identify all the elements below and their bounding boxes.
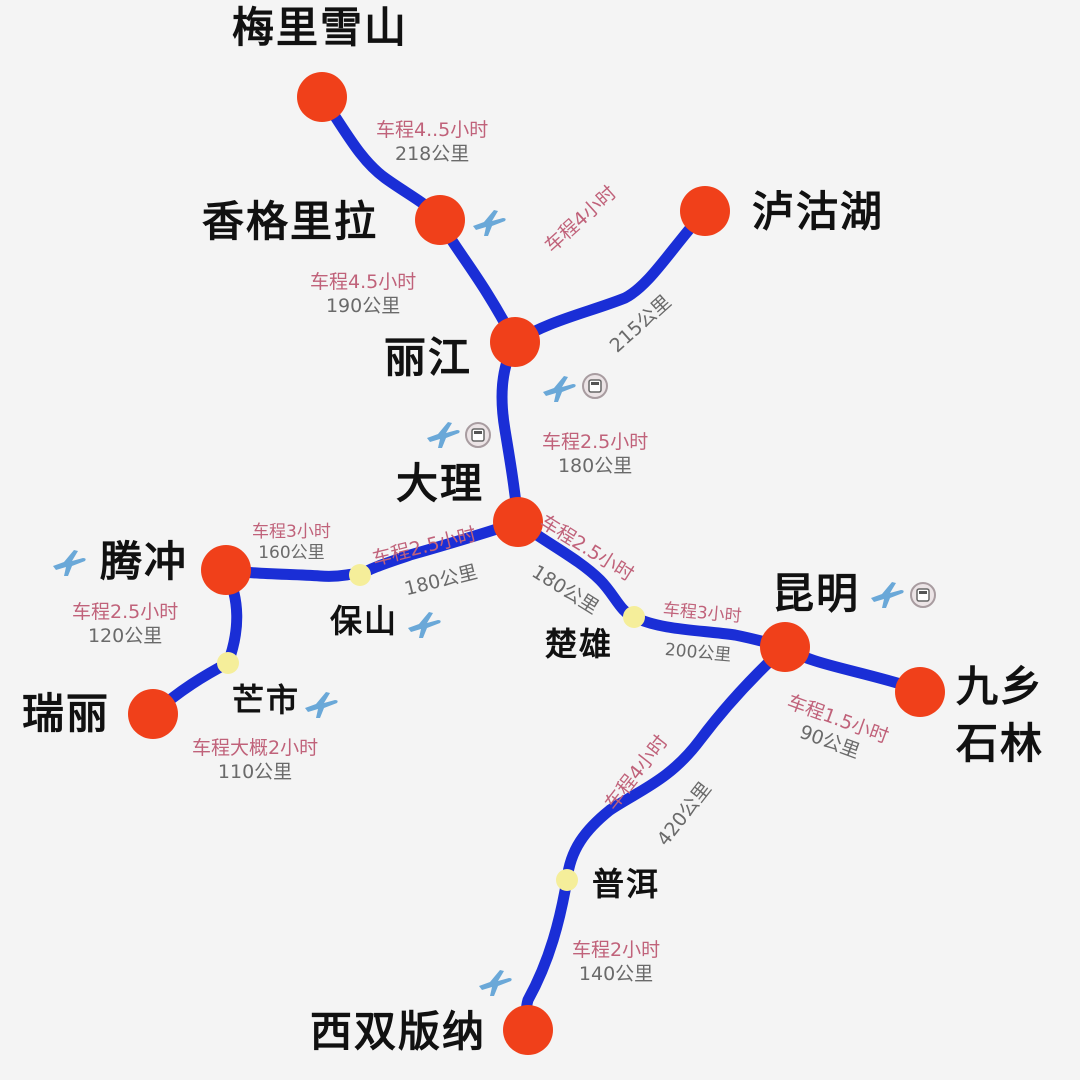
plane-icon [543, 376, 576, 402]
route-label-mangshi-ruili: 车程大概2小时 110公里 [192, 737, 319, 783]
route-label-puer-banna: 车程2小时 140公里 [572, 939, 661, 985]
plane-icon [871, 582, 904, 608]
route-label-shangrila-lijiang: 车程4.5小时 190公里 [310, 271, 417, 317]
city-label-dali: 大理 [396, 459, 485, 508]
dot-meili [297, 72, 347, 122]
city-label-xishuangbanna: 西双版纳 [310, 1007, 487, 1056]
plane-icon [479, 970, 512, 996]
city-label-lugu: 泸沽湖 [752, 187, 885, 236]
route-lijiang-lugu [509, 205, 711, 348]
city-label-shilin: 石林 [956, 719, 1045, 768]
city-label-chuxiong: 楚雄 [545, 625, 614, 663]
route-kunming-puer [561, 641, 791, 886]
route-dali-baoshan [354, 516, 524, 581]
route-label-meili-shangrila: 车程4..5小时 218公里 [376, 119, 489, 165]
plane-icon [408, 612, 441, 638]
dot-dali [493, 497, 543, 547]
city-label-tengchong: 腾冲 [100, 537, 189, 586]
route-label-tengchong-mangshi: 车程2.5小时 120公里 [72, 601, 179, 647]
dot-baoshan [349, 564, 371, 586]
dot-banna [503, 1005, 553, 1055]
city-label-baoshan: 保山 [330, 602, 399, 640]
route-dali-chuxiong [512, 516, 640, 623]
train-icon [465, 422, 491, 448]
route-lijiang-dali [496, 336, 524, 528]
dot-chuxiong [623, 606, 645, 628]
route-label-lijiang-dali: 车程2.5小时 180公里 [542, 431, 649, 477]
dot-kunming [760, 622, 810, 672]
train-icon [910, 582, 936, 608]
city-label-kunming: 昆明 [772, 569, 861, 618]
dot-puer [556, 869, 578, 891]
plane-icon [473, 210, 506, 236]
dot-ruili [128, 689, 178, 739]
city-label-mangshi: 芒市 [232, 681, 301, 719]
plane-icon [305, 692, 338, 718]
city-label-lijiang: 丽江 [384, 333, 473, 382]
dot-tengchong [201, 545, 251, 595]
dot-shilin [895, 667, 945, 717]
route-label-baoshan-tengchong: 车程3小时 160公里 [252, 522, 331, 563]
dot-shangrila [415, 195, 465, 245]
dot-mangshi [217, 652, 239, 674]
city-label-puer: 普洱 [592, 865, 661, 903]
dot-lugu [680, 186, 730, 236]
city-label-jiuxiang: 九乡 [956, 662, 1045, 711]
plane-icon [53, 550, 86, 576]
city-label-shangrila: 香格里拉 [202, 197, 379, 246]
train-icon [582, 373, 608, 399]
dot-lijiang [490, 317, 540, 367]
city-label-meili: 梅里雪山 [232, 3, 409, 52]
city-label-ruili: 瑞丽 [22, 689, 111, 738]
plane-icon [427, 422, 460, 448]
